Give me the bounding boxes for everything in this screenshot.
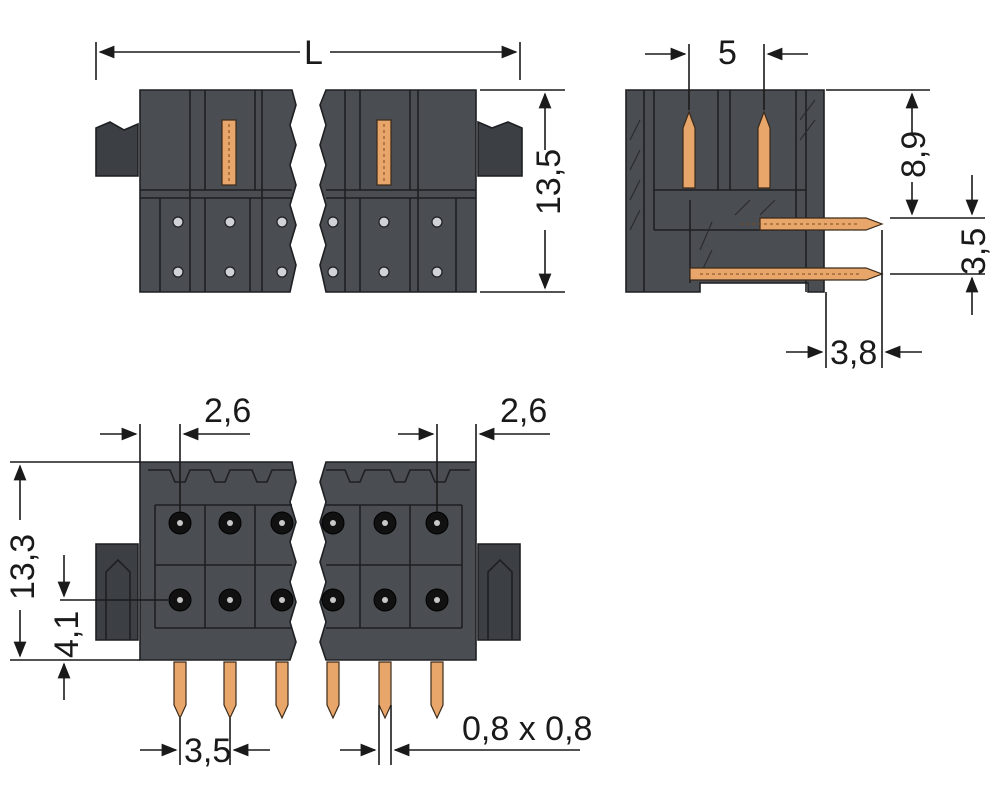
front-housing-right: [319, 461, 477, 661]
right-latch: [477, 120, 523, 177]
front-pins: [173, 661, 444, 720]
top-pin-left: [221, 119, 237, 186]
top-pin-right: [376, 119, 392, 186]
dim-left-offset: 2,6: [204, 392, 251, 430]
front-right-latch: [477, 543, 521, 641]
dim-side-height: 8,9: [895, 131, 933, 178]
front-housing-left: [139, 461, 297, 661]
dim-side-row-pitch: 3,5: [955, 228, 993, 275]
dim-front-height: 13,3: [4, 534, 42, 600]
dim-pin-section: 0,8 x 0,8: [462, 710, 592, 748]
side-view: 5 8,9 3,5 3,8: [625, 34, 993, 372]
front-view: 2,6 2,6 13,3 4,1 3,5 0,8 x 0,8: [4, 392, 592, 770]
side-pin-vertical-1: [682, 110, 696, 189]
housing-left-half: [139, 89, 297, 293]
dim-front-pitch: 3,5: [184, 732, 231, 770]
left-latch: [95, 121, 139, 177]
dim-right-offset: 2,6: [500, 392, 547, 430]
side-housing: [625, 89, 825, 293]
side-pin-vertical-2: [757, 110, 771, 189]
dim-side-pin-length: 3,8: [830, 334, 877, 372]
top-view: L 13,5: [95, 34, 568, 293]
front-left-latch: [95, 543, 139, 641]
dim-pin-row: 4,1: [48, 611, 86, 658]
contact-holes: [168, 511, 449, 612]
housing-right-half: [319, 89, 477, 293]
dim-top-height: 13,5: [530, 149, 568, 215]
dim-length: L: [304, 34, 323, 72]
dim-side-pitch: 5: [718, 34, 737, 72]
